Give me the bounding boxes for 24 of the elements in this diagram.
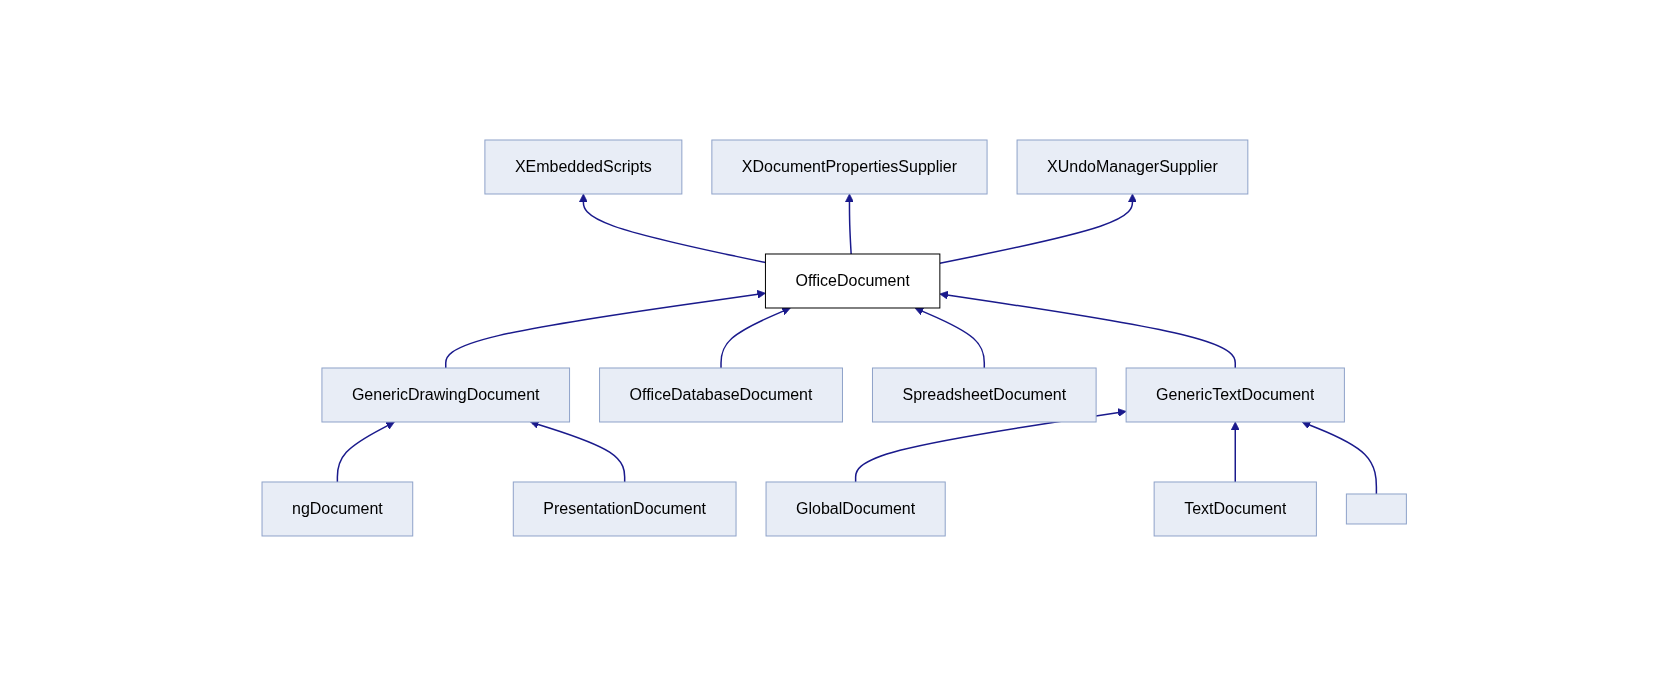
node-box: ngDocument xyxy=(261,481,414,537)
node-box: GenericTextDocument xyxy=(1125,367,1346,423)
node-box: XEmbeddedScripts xyxy=(484,139,683,195)
node-box: TextDocument xyxy=(1153,481,1318,537)
arrow xyxy=(336,421,396,483)
node-box: XDocumentPropertiesSupplier xyxy=(711,139,988,195)
arrow xyxy=(530,420,626,483)
node-box: GenericDrawingDocument xyxy=(321,367,571,423)
arrow xyxy=(845,193,855,255)
node-box: GlobalDocument xyxy=(765,481,946,537)
node-box: SpreadsheetDocument xyxy=(872,367,1097,423)
arrow xyxy=(445,289,767,369)
arrow xyxy=(579,193,767,264)
arrow xyxy=(914,307,986,369)
node-box: PresentationDocument xyxy=(513,481,737,537)
arrow xyxy=(1302,420,1378,495)
arrow xyxy=(939,290,1237,369)
node-box: XUndoManagerSupplier xyxy=(1016,139,1249,195)
node-box: OfficeDatabaseDocument xyxy=(599,367,844,423)
node-box xyxy=(1346,493,1408,525)
arrow xyxy=(1231,421,1240,483)
arrow xyxy=(720,307,791,369)
arrow xyxy=(939,193,1138,264)
node-box: OfficeDocument xyxy=(765,253,941,309)
